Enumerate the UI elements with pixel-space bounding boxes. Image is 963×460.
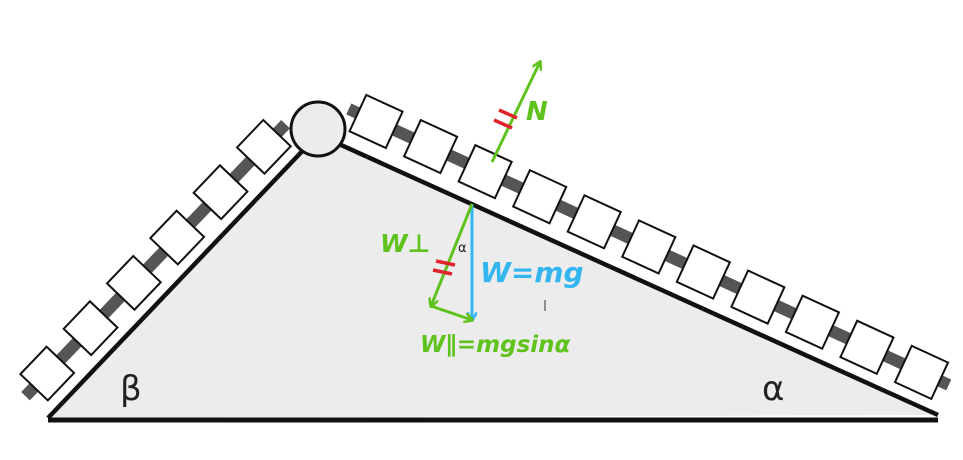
chain-block (192, 163, 249, 221)
chain-block (730, 269, 786, 325)
chain-block (566, 193, 623, 250)
chain-block (784, 294, 841, 351)
left-slope-line (46, 141, 312, 420)
angle-alpha-label: α (762, 369, 784, 409)
chain-block (620, 219, 677, 275)
chain-block (348, 93, 404, 150)
weight-label: W=mg (480, 256, 584, 289)
perpendicular-component-arrow (431, 203, 474, 306)
pulley (289, 100, 347, 158)
right-slope-line (329, 137, 939, 418)
perpendicular-component-label: W⊥ (380, 229, 430, 258)
chain-block (893, 344, 950, 401)
chain-block (148, 209, 206, 266)
normal-force-arrow (490, 62, 540, 163)
right-chain (346, 93, 952, 401)
normal-tick-mark-2 (498, 108, 518, 120)
chain-block (18, 345, 76, 402)
perp-tick-mark-1 (435, 259, 456, 267)
angle-beta-label: β (120, 369, 142, 409)
chain-block (62, 299, 119, 357)
chain-block (511, 168, 568, 225)
chain-block (105, 254, 163, 312)
chain-block (402, 118, 459, 175)
parallel-component-label: W∥=mgsinα (420, 332, 571, 358)
parallel-component-arrow (430, 304, 472, 320)
chain-block (839, 319, 895, 376)
perp-tick-mark-2 (432, 268, 453, 276)
chain-block (675, 244, 732, 300)
normal-force-label: N (526, 97, 548, 127)
left-chain (18, 118, 293, 402)
incline-triangle (48, 133, 938, 418)
chain-link-bar (21, 120, 290, 401)
small-angle-alpha-label: α (458, 241, 467, 256)
chain-block (457, 143, 513, 200)
normal-tick-mark-1 (493, 118, 513, 130)
chain-block (235, 118, 293, 176)
